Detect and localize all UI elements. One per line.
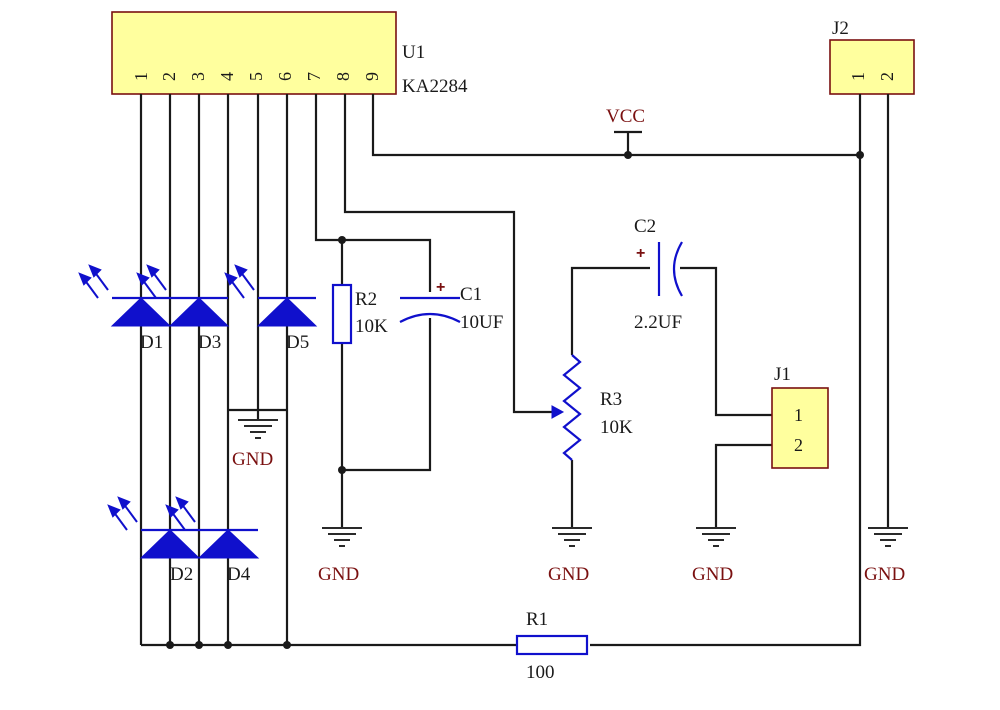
junctions: [166, 151, 864, 649]
gnd-symbol-j2: GND: [864, 527, 908, 585]
potentiometer-r3-value: 10K: [600, 417, 633, 438]
capacitor-c1-ref: C1: [460, 284, 482, 305]
connector-j2-pin-2: 2: [877, 72, 897, 81]
ic-pin-1: 1: [131, 72, 151, 81]
ic-pin-6: 6: [275, 72, 295, 81]
led-d4-label: D4: [227, 564, 251, 585]
resistor-r1-body: [515, 634, 589, 656]
wire-j1-gnd: [714, 443, 772, 528]
connector-j1-pin-2: 2: [794, 435, 803, 455]
gnd-label-leds: GND: [232, 449, 273, 470]
capacitor-c1: + C1 10UF: [399, 279, 503, 333]
connector-j1-body: [771, 387, 829, 469]
potentiometer-r3-zigzag: [562, 354, 582, 461]
ic-u1-part: KA2284: [402, 76, 468, 97]
wires: [139, 94, 890, 647]
ic-pin-5: 5: [246, 72, 266, 81]
led-d2-triangle: [139, 529, 201, 559]
capacitor-c1-value: 10UF: [460, 312, 503, 333]
junction-bus-2: [166, 641, 174, 649]
gnd-symbol-r2: GND: [318, 527, 362, 585]
gnd-symbol-leds: GND: [232, 419, 278, 470]
capacitor-c2-value: 2.2UF: [634, 312, 682, 333]
wire-pin7: [314, 94, 432, 292]
led-d1-triangle: [110, 297, 172, 327]
led-d5: D5: [256, 296, 318, 353]
connector-j1-ref: J1: [774, 364, 791, 385]
ic-u1-ref: U1: [402, 42, 425, 63]
junction-j2: [856, 151, 864, 159]
wire-r3-c2: [570, 266, 650, 355]
junction-bus-3: [195, 641, 203, 649]
ic-pin-9: 9: [362, 72, 382, 81]
ic-pin-7: 7: [304, 72, 324, 81]
capacitor-c2-plus: +: [636, 245, 645, 262]
ic-pin-4: 4: [217, 72, 237, 81]
ic-pin-2: 2: [159, 72, 179, 81]
resistor-r2-ref: R2: [355, 289, 377, 310]
capacitor-c1-plate-bottom: [399, 312, 461, 323]
resistor-r1: R1 100: [500, 609, 589, 683]
capacitor-c2: + C2 2.2UF: [634, 216, 683, 333]
gnd-label-j2: GND: [864, 564, 905, 585]
ic-pin-8: 8: [333, 72, 353, 81]
led-d2-label: D2: [170, 564, 193, 585]
wire-pin8: [343, 94, 560, 414]
connector-j2-ref: J2: [832, 18, 849, 39]
led-d4-triangle: [197, 529, 260, 559]
resistor-r2: R2 10K: [331, 283, 388, 345]
led-d1: D1: [110, 296, 172, 353]
potentiometer-r3-wiper-arrow: [551, 405, 565, 419]
capacitor-c2-plate-right: [672, 241, 683, 297]
gnd-label-r3: GND: [548, 564, 589, 585]
led-d2: D2: [139, 528, 201, 585]
ic-u1-pin-labels: 1 2 3 4 5 6 7 8 9: [131, 72, 382, 81]
resistor-r2-body: [331, 283, 353, 345]
junction-r2-top: [338, 236, 346, 244]
potentiometer-r3: R3 10K: [551, 354, 633, 461]
led-emission-arrows: [78, 264, 255, 531]
resistor-r1-ref: R1: [526, 609, 548, 630]
ic-u1: 1 2 3 4 5 6 7 8 9 U1 KA2284: [111, 11, 468, 97]
connector-j2-pin-1: 1: [848, 72, 868, 81]
gnd-label-j1: GND: [692, 564, 733, 585]
resistor-r1-value: 100: [526, 662, 555, 683]
ic-pin-3: 3: [188, 72, 208, 81]
led-d4: D4: [197, 528, 260, 585]
vcc-symbol: VCC: [606, 106, 645, 134]
junction-r2-bottom: [338, 466, 346, 474]
wire-c2-j1: [680, 266, 772, 417]
connector-j2-body: [829, 39, 915, 95]
wire-r2-c1-bottom: [340, 318, 432, 472]
connector-j1: J1 1 2: [771, 364, 829, 469]
led-d3-label: D3: [198, 332, 221, 353]
junction-vcc: [624, 151, 632, 159]
potentiometer-r3-ref: R3: [600, 389, 622, 410]
led-d5-label: D5: [286, 332, 309, 353]
led-d3-triangle: [168, 297, 230, 327]
led-d5-triangle: [256, 297, 318, 327]
wire-j2-pin1: [590, 94, 862, 647]
led-d1-label: D1: [140, 332, 163, 353]
wire-pin9-vcc: [371, 94, 860, 157]
junction-bus-4: [224, 641, 232, 649]
ic-u1-body: [111, 11, 397, 95]
vcc-label: VCC: [606, 106, 645, 127]
gnd-symbol-r3: GND: [548, 527, 592, 585]
led-d3: D3: [168, 296, 230, 353]
gnd-label-r2: GND: [318, 564, 359, 585]
gnd-symbol-j1: GND: [692, 527, 736, 585]
connector-j2: J2 1 2: [829, 18, 915, 95]
junction-bus-6: [283, 641, 291, 649]
connector-j1-pin-1: 1: [794, 405, 803, 425]
capacitor-c2-ref: C2: [634, 216, 656, 237]
resistor-r2-value: 10K: [355, 316, 388, 337]
capacitor-c1-plus: +: [436, 279, 445, 296]
